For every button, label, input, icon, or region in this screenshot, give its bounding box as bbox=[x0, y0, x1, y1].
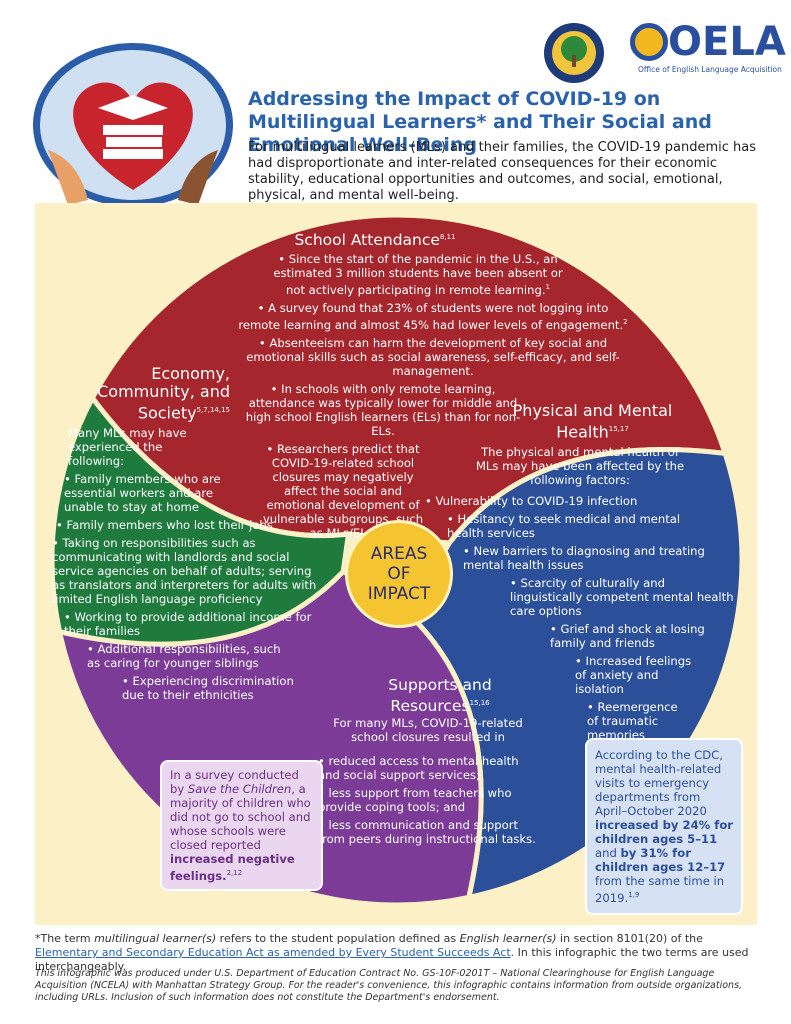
section-intro: Many MLs may have experienced the follow… bbox=[68, 426, 187, 469]
intro-text: For multilingual learners (MLs) and thei… bbox=[248, 140, 757, 203]
refs: 5,7,14,15 bbox=[196, 406, 230, 414]
health-intro: The physical and mental health of MLs ma… bbox=[475, 445, 685, 487]
areas-of-impact-badge: AREAS OF IMPACT bbox=[345, 520, 453, 628]
list-item: Family members who lost their jobs bbox=[52, 518, 312, 532]
department-of-education-seal bbox=[544, 23, 604, 83]
section-title: Supports and Resources bbox=[388, 676, 492, 716]
list-item: Working to provide additional income for… bbox=[52, 610, 334, 638]
page-title: Addressing the Impact of COVID-19 on Mul… bbox=[248, 88, 712, 156]
section-intro: For many MLs, COVID-19-related school cl… bbox=[333, 716, 523, 744]
refs: 15,16 bbox=[469, 699, 490, 707]
list-item: less communication and support from peer… bbox=[318, 818, 538, 846]
list-item: Since the start of the pandemic in the U… bbox=[273, 252, 563, 297]
center-label: AREAS OF IMPACT bbox=[367, 544, 431, 604]
list-item: Vulnerability to COVID-19 infection bbox=[425, 494, 740, 508]
refs: 15,17 bbox=[608, 425, 629, 433]
list-item: Experiencing discrimination due to their… bbox=[52, 674, 302, 702]
list-item: In schools with only remote learning, at… bbox=[245, 381, 521, 438]
school-attendance-section: School Attendance8,11 bbox=[250, 228, 500, 253]
ref: 2 bbox=[623, 317, 628, 326]
survey-callout: In a survey conducted by Save the Childr… bbox=[160, 760, 323, 891]
list-item: New barriers to diagnosing and treating … bbox=[425, 544, 713, 572]
heart-hands-illustration bbox=[33, 43, 233, 207]
oela-logo: OELA bbox=[630, 22, 786, 62]
list-item: reduced access to mental health and soci… bbox=[318, 754, 538, 782]
list-item: Additional responsibilities, such as car… bbox=[52, 642, 287, 670]
list-item: Hesitancy to seek medical and mental hea… bbox=[425, 512, 717, 540]
supports-list: For many MLs, COVID-19-related school cl… bbox=[318, 716, 538, 850]
list-item: Increased feelings of anxiety and isolat… bbox=[425, 654, 705, 696]
list-item: Grief and shock at losing family and fri… bbox=[425, 622, 715, 650]
list-item: Scarcity of culturally and linguisticall… bbox=[425, 576, 740, 618]
section-title: School Attendance bbox=[294, 231, 440, 250]
economy-section: Economy, Community, and Society5,7,14,15… bbox=[50, 364, 230, 472]
section-title: Economy, Community, and Society bbox=[97, 364, 230, 423]
list-item: A survey found that 23% of students were… bbox=[238, 300, 624, 332]
refs: 8,11 bbox=[439, 233, 456, 241]
health-list: Vulnerability to COVID-19 infection Hesi… bbox=[425, 494, 740, 746]
cdc-callout: According to the CDC, mental health-rela… bbox=[585, 738, 743, 915]
list-item: Absenteeism can harm the development of … bbox=[246, 335, 620, 378]
economy-list: Family members who are essential workers… bbox=[52, 472, 316, 706]
health-section: Physical and Mental Health15,17 bbox=[500, 401, 685, 445]
oela-subtitle: Office of English Language Acquisition bbox=[638, 65, 782, 74]
supports-section: Supports and Resources15,16 bbox=[380, 676, 500, 719]
list-item: Family members who are essential workers… bbox=[52, 472, 224, 514]
oela-wordmark: OELA bbox=[668, 19, 786, 65]
essa-link[interactable]: Elementary and Secondary Education Act a… bbox=[35, 946, 511, 959]
ref: 1 bbox=[545, 283, 550, 291]
section-title: Physical and Mental Health bbox=[512, 401, 673, 442]
globe-icon bbox=[630, 23, 668, 61]
list-item: less support from teachers who provide c… bbox=[318, 786, 538, 814]
list-item: Taking on responsibilities such as commu… bbox=[52, 536, 322, 606]
footnote: *The term multilingual learner(s) refers… bbox=[35, 932, 749, 973]
school-attendance-list: • Since the start of the pandemic in the… bbox=[238, 252, 628, 540]
disclaimer: This infographic was produced under U.S.… bbox=[35, 968, 743, 1003]
